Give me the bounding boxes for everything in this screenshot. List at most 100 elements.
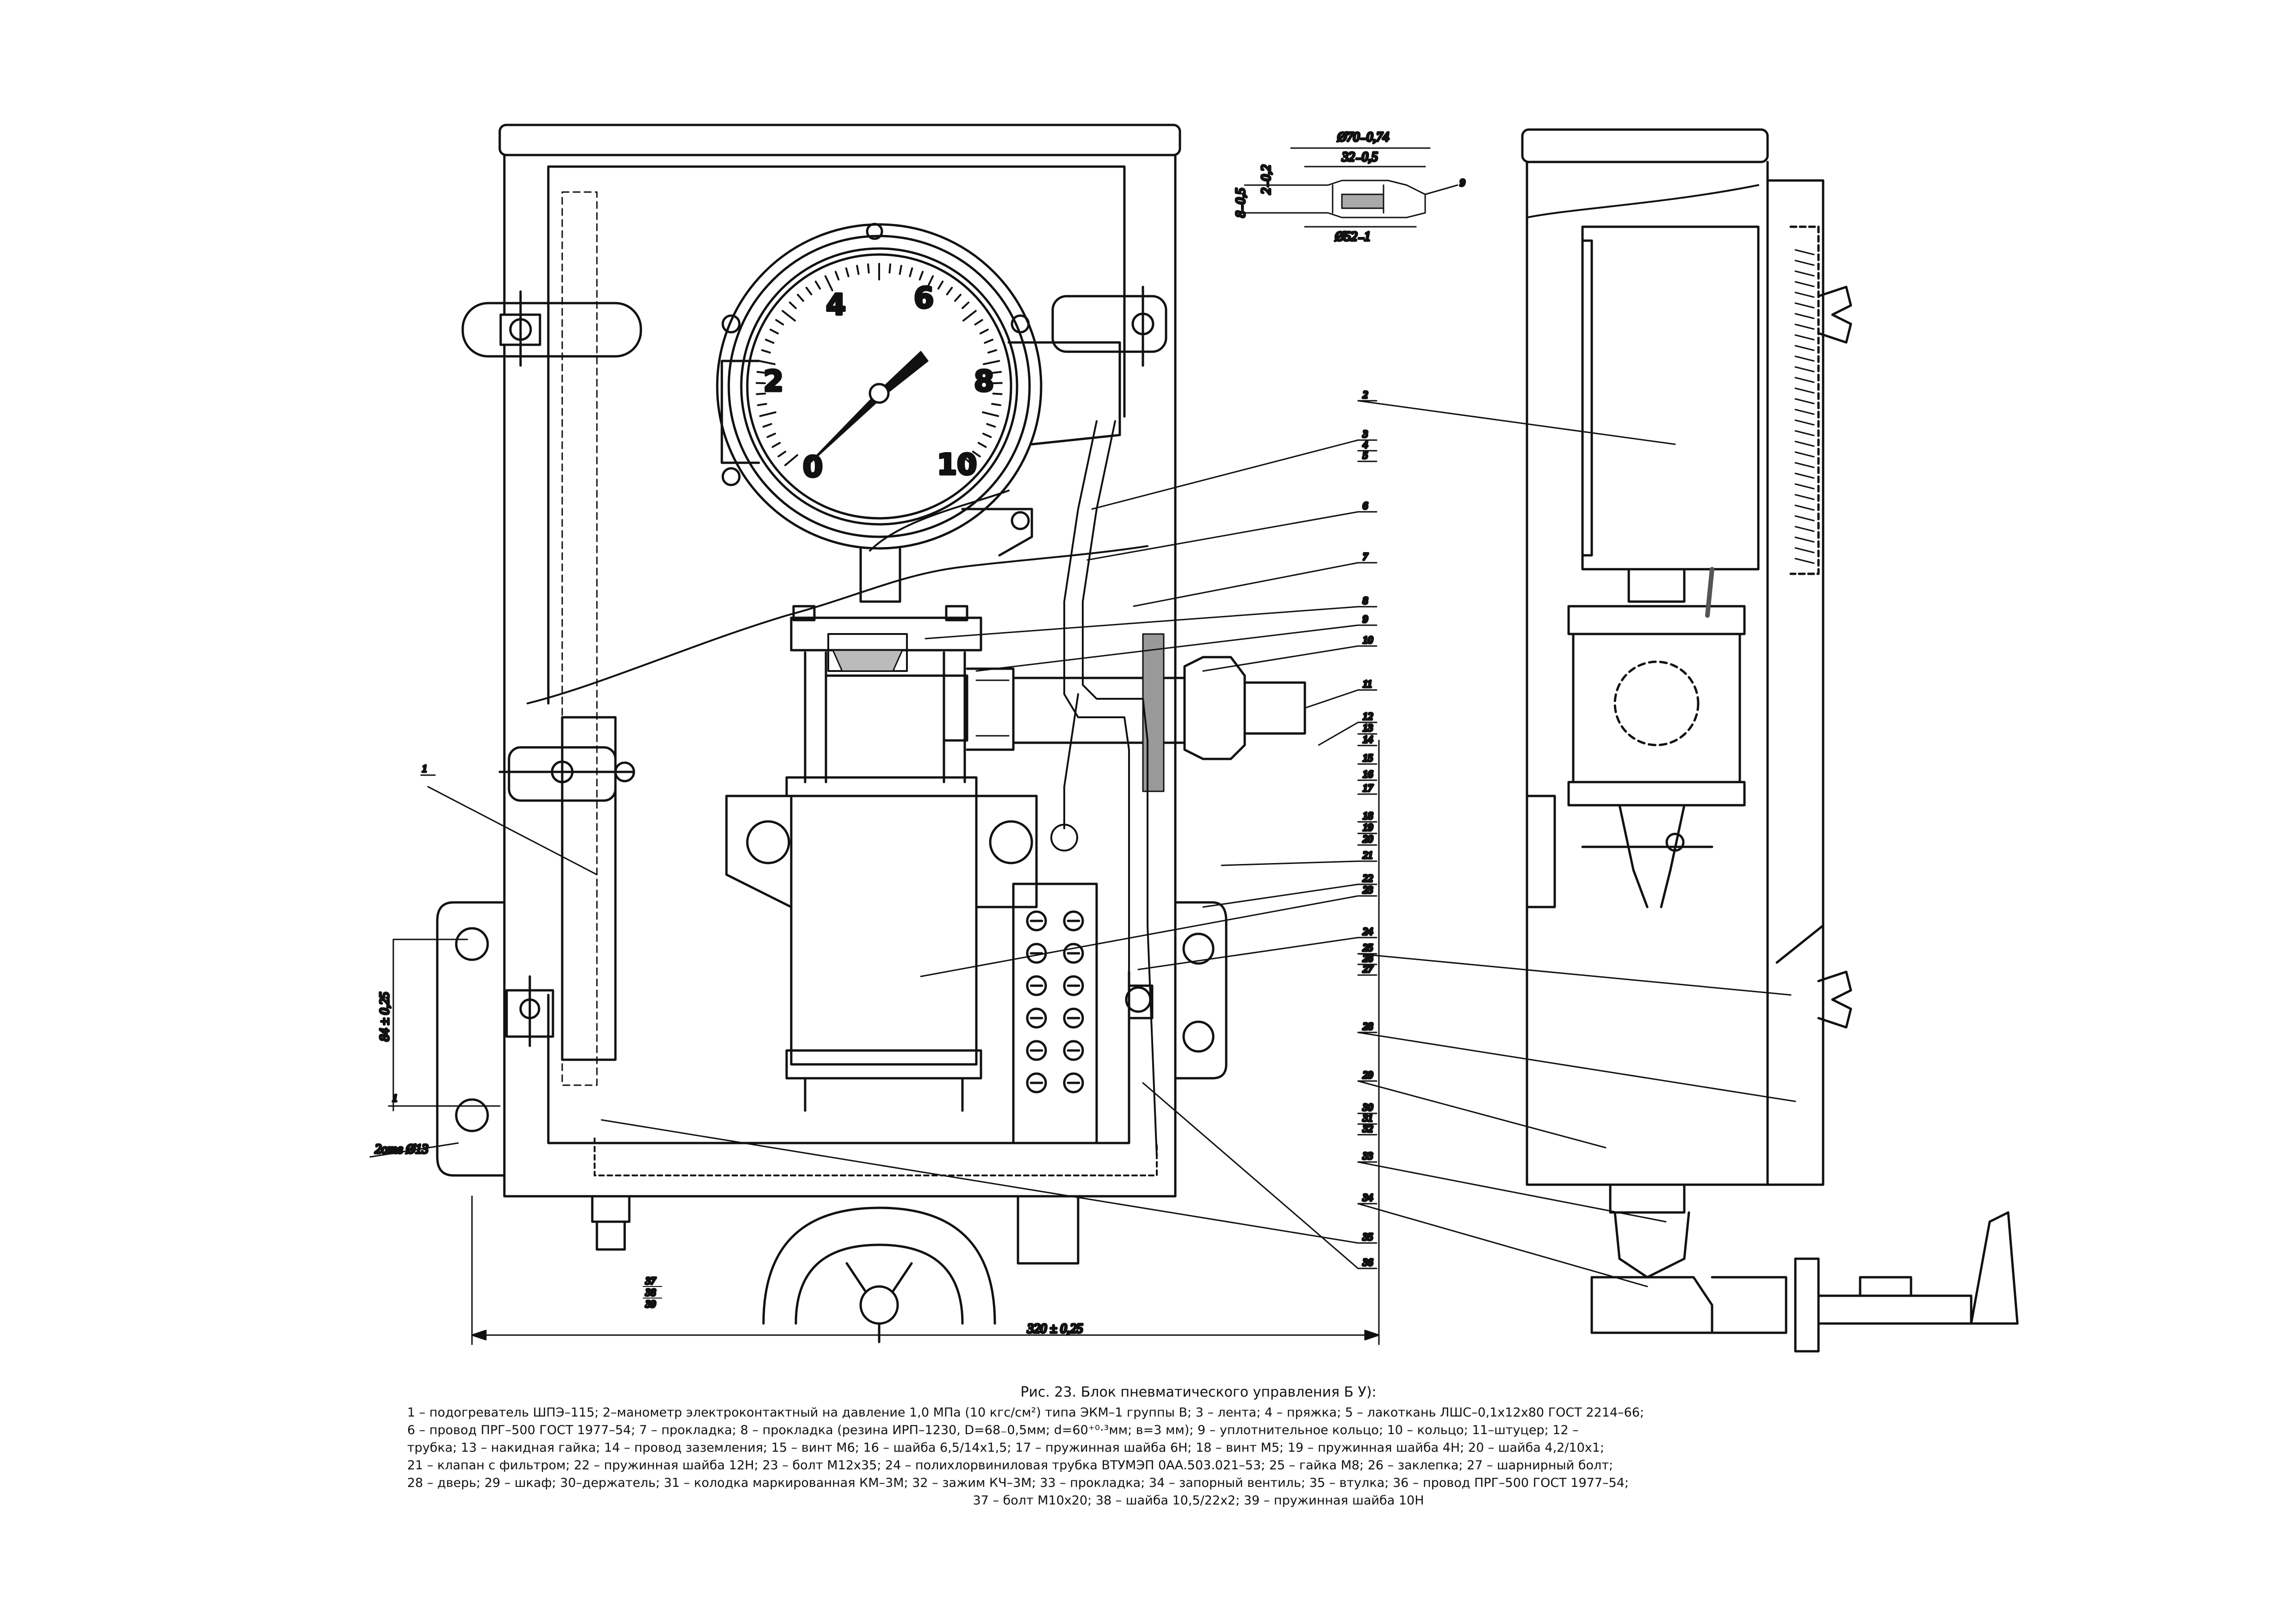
callout-10: 10: [1363, 634, 1373, 646]
side-body: [1526, 161, 1769, 1186]
side-edge-tick: [1794, 409, 1815, 415]
callout-13: 13: [1363, 722, 1373, 733]
gauge-tick: [987, 349, 998, 354]
side-edge-tick: [1794, 462, 1815, 468]
side-edge-tick: [1794, 472, 1815, 479]
gauge-tick: [986, 423, 996, 428]
gauge-tick: [899, 265, 902, 275]
gauge-tick: [782, 310, 796, 322]
side-edge-tick: [1794, 355, 1815, 362]
callout-left-1: 1: [422, 763, 427, 774]
gauge-tick: [766, 433, 776, 438]
side-edge-tick: [1794, 281, 1815, 287]
callout-34: 34: [1362, 1192, 1373, 1203]
side-lid: [1521, 128, 1769, 163]
bottom-fittings: [591, 1195, 1080, 1265]
dim-ring-h1: 8₋0,5: [1234, 188, 1248, 218]
door-break-line: [527, 545, 1148, 704]
leader-line-3: [1091, 439, 1359, 510]
terminal-screw: [1063, 910, 1084, 932]
leader-line-12: [1318, 721, 1359, 746]
leader-line-9: [975, 624, 1359, 672]
side-edge-tick: [1794, 430, 1815, 436]
callout-labels: 2345678910111213141516171819202122232425…: [1361, 388, 1375, 1269]
callout-19: 19: [1363, 821, 1373, 833]
side-view: [1521, 128, 2019, 1353]
dim-height-left: 84 ± 0,25: [378, 992, 392, 1041]
callout-15: 15: [1363, 752, 1373, 764]
leader-line-28: [1357, 1032, 1796, 1102]
callout-29: 29: [1363, 1069, 1373, 1081]
callout-21: 21: [1363, 849, 1373, 861]
gauge-tick: [757, 403, 767, 406]
callout-32: 32: [1362, 1123, 1373, 1134]
terminal-screw: [1026, 910, 1047, 932]
callout-25: 25: [1363, 942, 1373, 953]
side-edge-tick: [1794, 398, 1815, 404]
callout-39: 39: [645, 1298, 656, 1310]
leader-line-23: [920, 895, 1359, 977]
callout-18: 18: [1363, 810, 1373, 821]
callout-30: 30: [1362, 1101, 1373, 1113]
side-edge-tick: [1794, 547, 1815, 553]
callout-3: 3: [1362, 428, 1368, 440]
strap-left-top: [461, 290, 642, 367]
side-edge-tick: [1794, 504, 1815, 511]
gauge-tick: [992, 371, 1002, 374]
callout-9: 9: [1363, 613, 1368, 625]
dimension-left: [392, 938, 468, 1112]
gauge-label-2: 2: [763, 364, 783, 398]
heater-slot: [561, 191, 598, 1086]
callout-16: 16: [1363, 768, 1373, 780]
wires: [594, 420, 1158, 1176]
caption-line-1: 1 – подогреватель ШПЭ–115; 2–манометр эл…: [407, 1405, 1644, 1420]
gauge-tick: [775, 319, 784, 326]
callout-left-1b: 1: [392, 1092, 397, 1104]
valve-wheel: [762, 1206, 996, 1343]
side-edge-tick: [1794, 526, 1815, 532]
callout-20: 20: [1363, 833, 1373, 845]
leader-line-34: [1357, 1203, 1648, 1287]
callout-33: 33: [1362, 1150, 1373, 1162]
gauge-tick: [937, 280, 944, 290]
side-edge-tick: [1794, 483, 1815, 490]
terminal-screw: [1026, 1007, 1047, 1029]
callout-27: 27: [1363, 963, 1373, 975]
cabinet-lid: [498, 124, 1181, 156]
dim-ring-h2: 2₋0,2: [1259, 165, 1273, 194]
valve-body: [725, 605, 1306, 1112]
dim-ring-bottom: Ø52₋1: [1334, 230, 1371, 244]
gauge-tick: [788, 301, 797, 309]
gauge-tick: [797, 293, 805, 302]
callout-5: 5: [1363, 449, 1368, 461]
terminal-screw: [1063, 1040, 1084, 1061]
side-edge-tick: [1794, 387, 1815, 394]
gauge-label-6: 6: [914, 281, 934, 315]
gauge-tick: [960, 454, 974, 466]
side-edge-tick: [1794, 515, 1815, 522]
gauge-tick: [814, 280, 821, 290]
cabinet-body: [503, 154, 1177, 1198]
gauge-tick: [771, 442, 781, 448]
leader-line-11: [1304, 689, 1359, 709]
callout-35: 35: [1362, 1231, 1373, 1243]
gauge-tick: [909, 267, 913, 278]
gauge-label-4: 4: [826, 288, 846, 322]
callout-6: 6: [1363, 500, 1368, 511]
pressure-gauge: 0 2 4 6 8 10: [716, 223, 1121, 603]
gauge-tick: [925, 275, 934, 292]
callout-38: 38: [645, 1286, 656, 1298]
dimension-overall: [471, 740, 1380, 1345]
gauge-tick: [867, 263, 870, 274]
callout-11: 11: [1363, 678, 1372, 690]
gauge-label-0: 0: [803, 450, 823, 484]
gauge-tick: [972, 450, 981, 458]
callout-leaders: [601, 400, 1796, 1287]
gauge-tick: [982, 360, 1000, 365]
side-door: [1766, 179, 1824, 1186]
callout-4: 4: [1363, 439, 1368, 450]
gauge-tick: [784, 454, 799, 466]
gauge-tick: [769, 329, 779, 335]
gauge-tick: [777, 450, 787, 458]
